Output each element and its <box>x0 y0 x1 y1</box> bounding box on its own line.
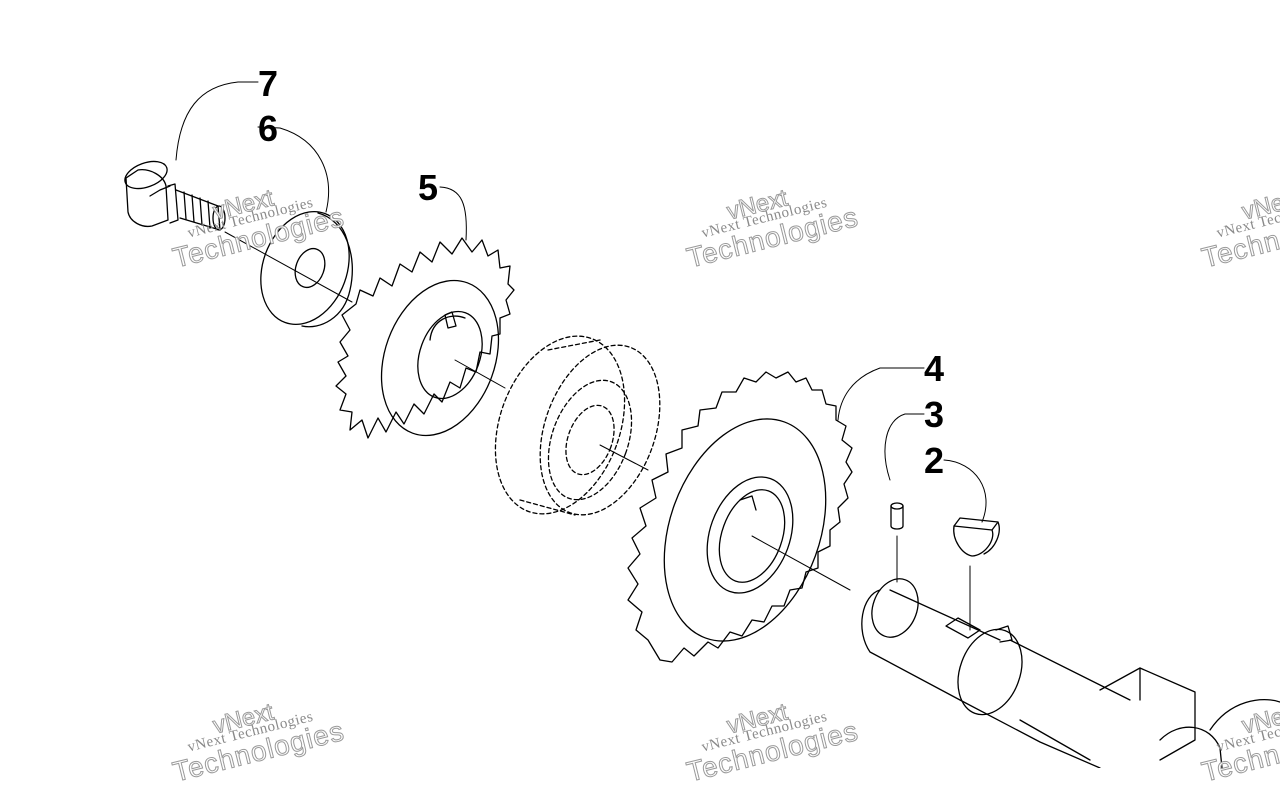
bolt-part <box>124 160 226 231</box>
leader-6 <box>257 126 330 213</box>
small-gear-part <box>335 237 515 439</box>
bearing-part <box>494 335 661 516</box>
callout-6: 6 <box>258 108 279 149</box>
washer-part <box>260 210 353 328</box>
callout-5: 5 <box>418 167 439 208</box>
leader-lines <box>175 81 987 523</box>
key-part <box>953 517 1000 557</box>
callout-7: 7 <box>258 63 279 104</box>
callout-4: 4 <box>924 348 945 389</box>
leader-2 <box>943 459 987 523</box>
shaft-part <box>861 578 1280 768</box>
leader-4 <box>837 367 925 421</box>
large-gear-part <box>627 371 853 663</box>
leader-5 <box>439 186 467 241</box>
pin-part <box>890 502 904 530</box>
axis-lines <box>224 231 971 631</box>
exploded-parts-diagram <box>124 81 1280 768</box>
callout-2: 2 <box>924 440 945 481</box>
leader-7 <box>175 81 259 161</box>
leader-3 <box>884 413 925 481</box>
callout-3: 3 <box>924 394 945 435</box>
